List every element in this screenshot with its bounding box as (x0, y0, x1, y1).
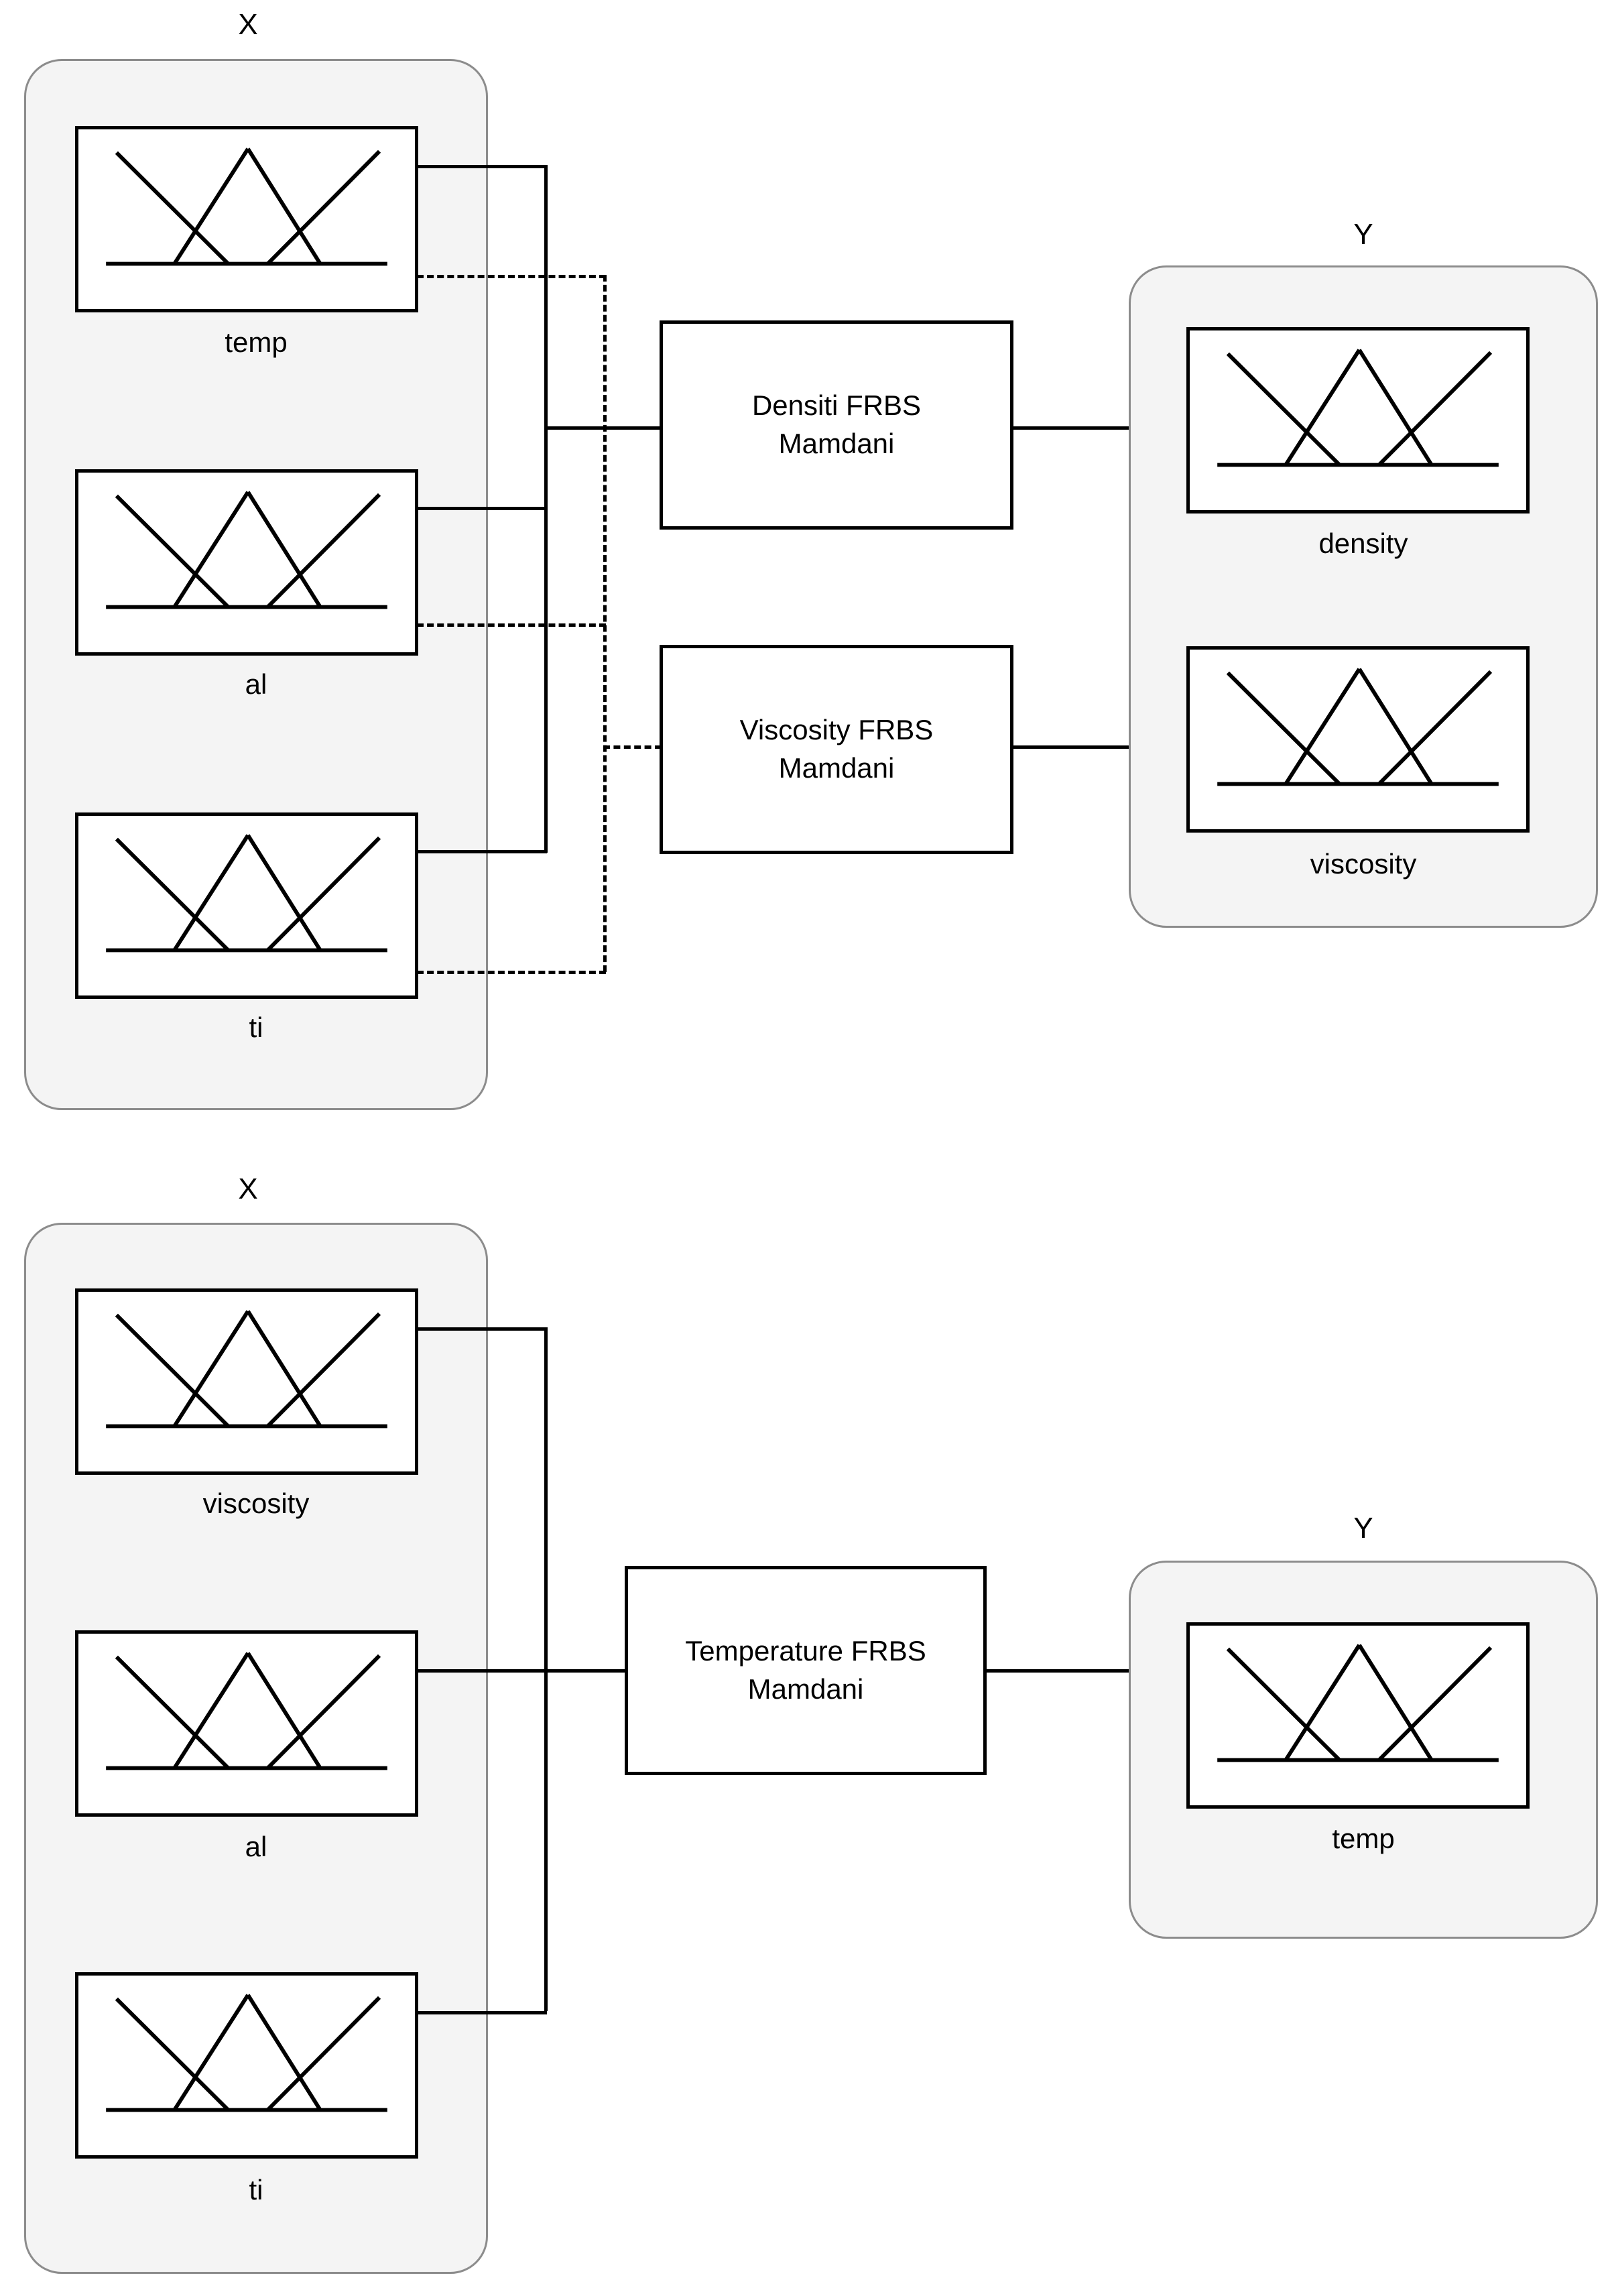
membership-plot-viscosity-in (75, 1288, 418, 1475)
wire-bus-to-viscosity-frbs (603, 745, 662, 749)
wire-bus-to-temperature-frbs (544, 1669, 626, 1673)
output-group-title-1: Y (1353, 218, 1373, 251)
wire-ti-to-bus-2 (417, 2011, 547, 2014)
membership-label-temp-out: temp (1332, 1823, 1395, 1854)
membership-curve-icon (106, 1310, 387, 1429)
membership-curve-icon (1217, 349, 1499, 467)
membership-label-ti: ti (249, 1012, 263, 1043)
membership-curve-icon (106, 1652, 387, 1770)
process-box-viscosity-frbs[interactable]: Viscosity FRBS Mamdani (660, 645, 1013, 854)
wire-bus-density-inputs (544, 165, 548, 853)
wire-viscosity-frbs-to-output (1012, 745, 1188, 749)
membership-curve-icon (106, 491, 387, 609)
membership-curve-icon (106, 834, 387, 953)
output-group-title-2: Y (1353, 1512, 1373, 1545)
membership-plot-ti (75, 812, 418, 999)
membership-plot-al-2 (75, 1630, 418, 1817)
membership-plot-temp-out (1186, 1622, 1530, 1809)
input-group-title-2: X (238, 1172, 258, 1205)
membership-curve-icon (106, 1994, 387, 2112)
membership-label-ti-2: ti (249, 2174, 263, 2206)
wire-ti-to-viscosity-bus (417, 971, 606, 974)
membership-plot-al (75, 469, 418, 656)
wire-al-to-bus (417, 507, 547, 510)
wire-temperature-frbs-to-output (985, 1669, 1188, 1673)
process-box-densiti-frbs[interactable]: Densiti FRBS Mamdani (660, 320, 1013, 530)
wire-density-frbs-to-output (1012, 426, 1188, 430)
wire-temp-to-bus (417, 165, 547, 168)
membership-curve-icon (1217, 668, 1499, 786)
membership-label-viscosity-out: viscosity (1310, 848, 1417, 880)
membership-curve-icon (1217, 1644, 1499, 1762)
wire-temp-to-viscosity-bus (417, 275, 606, 278)
membership-plot-ti-2 (75, 1972, 418, 2159)
membership-label-al: al (245, 668, 267, 700)
input-group-title-1: X (238, 8, 258, 41)
membership-label-density: density (1318, 528, 1408, 559)
membership-plot-density (1186, 327, 1530, 513)
wire-ti-to-bus (417, 850, 547, 853)
membership-label-viscosity-in: viscosity (202, 1488, 310, 1519)
membership-curve-icon (106, 147, 387, 266)
wire-al-to-bus-2 (417, 1669, 547, 1673)
membership-plot-temp (75, 126, 418, 312)
wire-viscosity-to-bus-2 (417, 1327, 547, 1331)
wire-bus-to-density-frbs (544, 426, 662, 430)
wire-bus-viscosity-inputs (603, 275, 607, 972)
membership-label-al-2: al (245, 1831, 267, 1862)
process-box-temperature-frbs[interactable]: Temperature FRBS Mamdani (625, 1566, 987, 1775)
membership-label-temp: temp (225, 326, 288, 358)
wire-al-to-viscosity-bus (417, 623, 606, 627)
membership-plot-viscosity-out (1186, 646, 1530, 833)
